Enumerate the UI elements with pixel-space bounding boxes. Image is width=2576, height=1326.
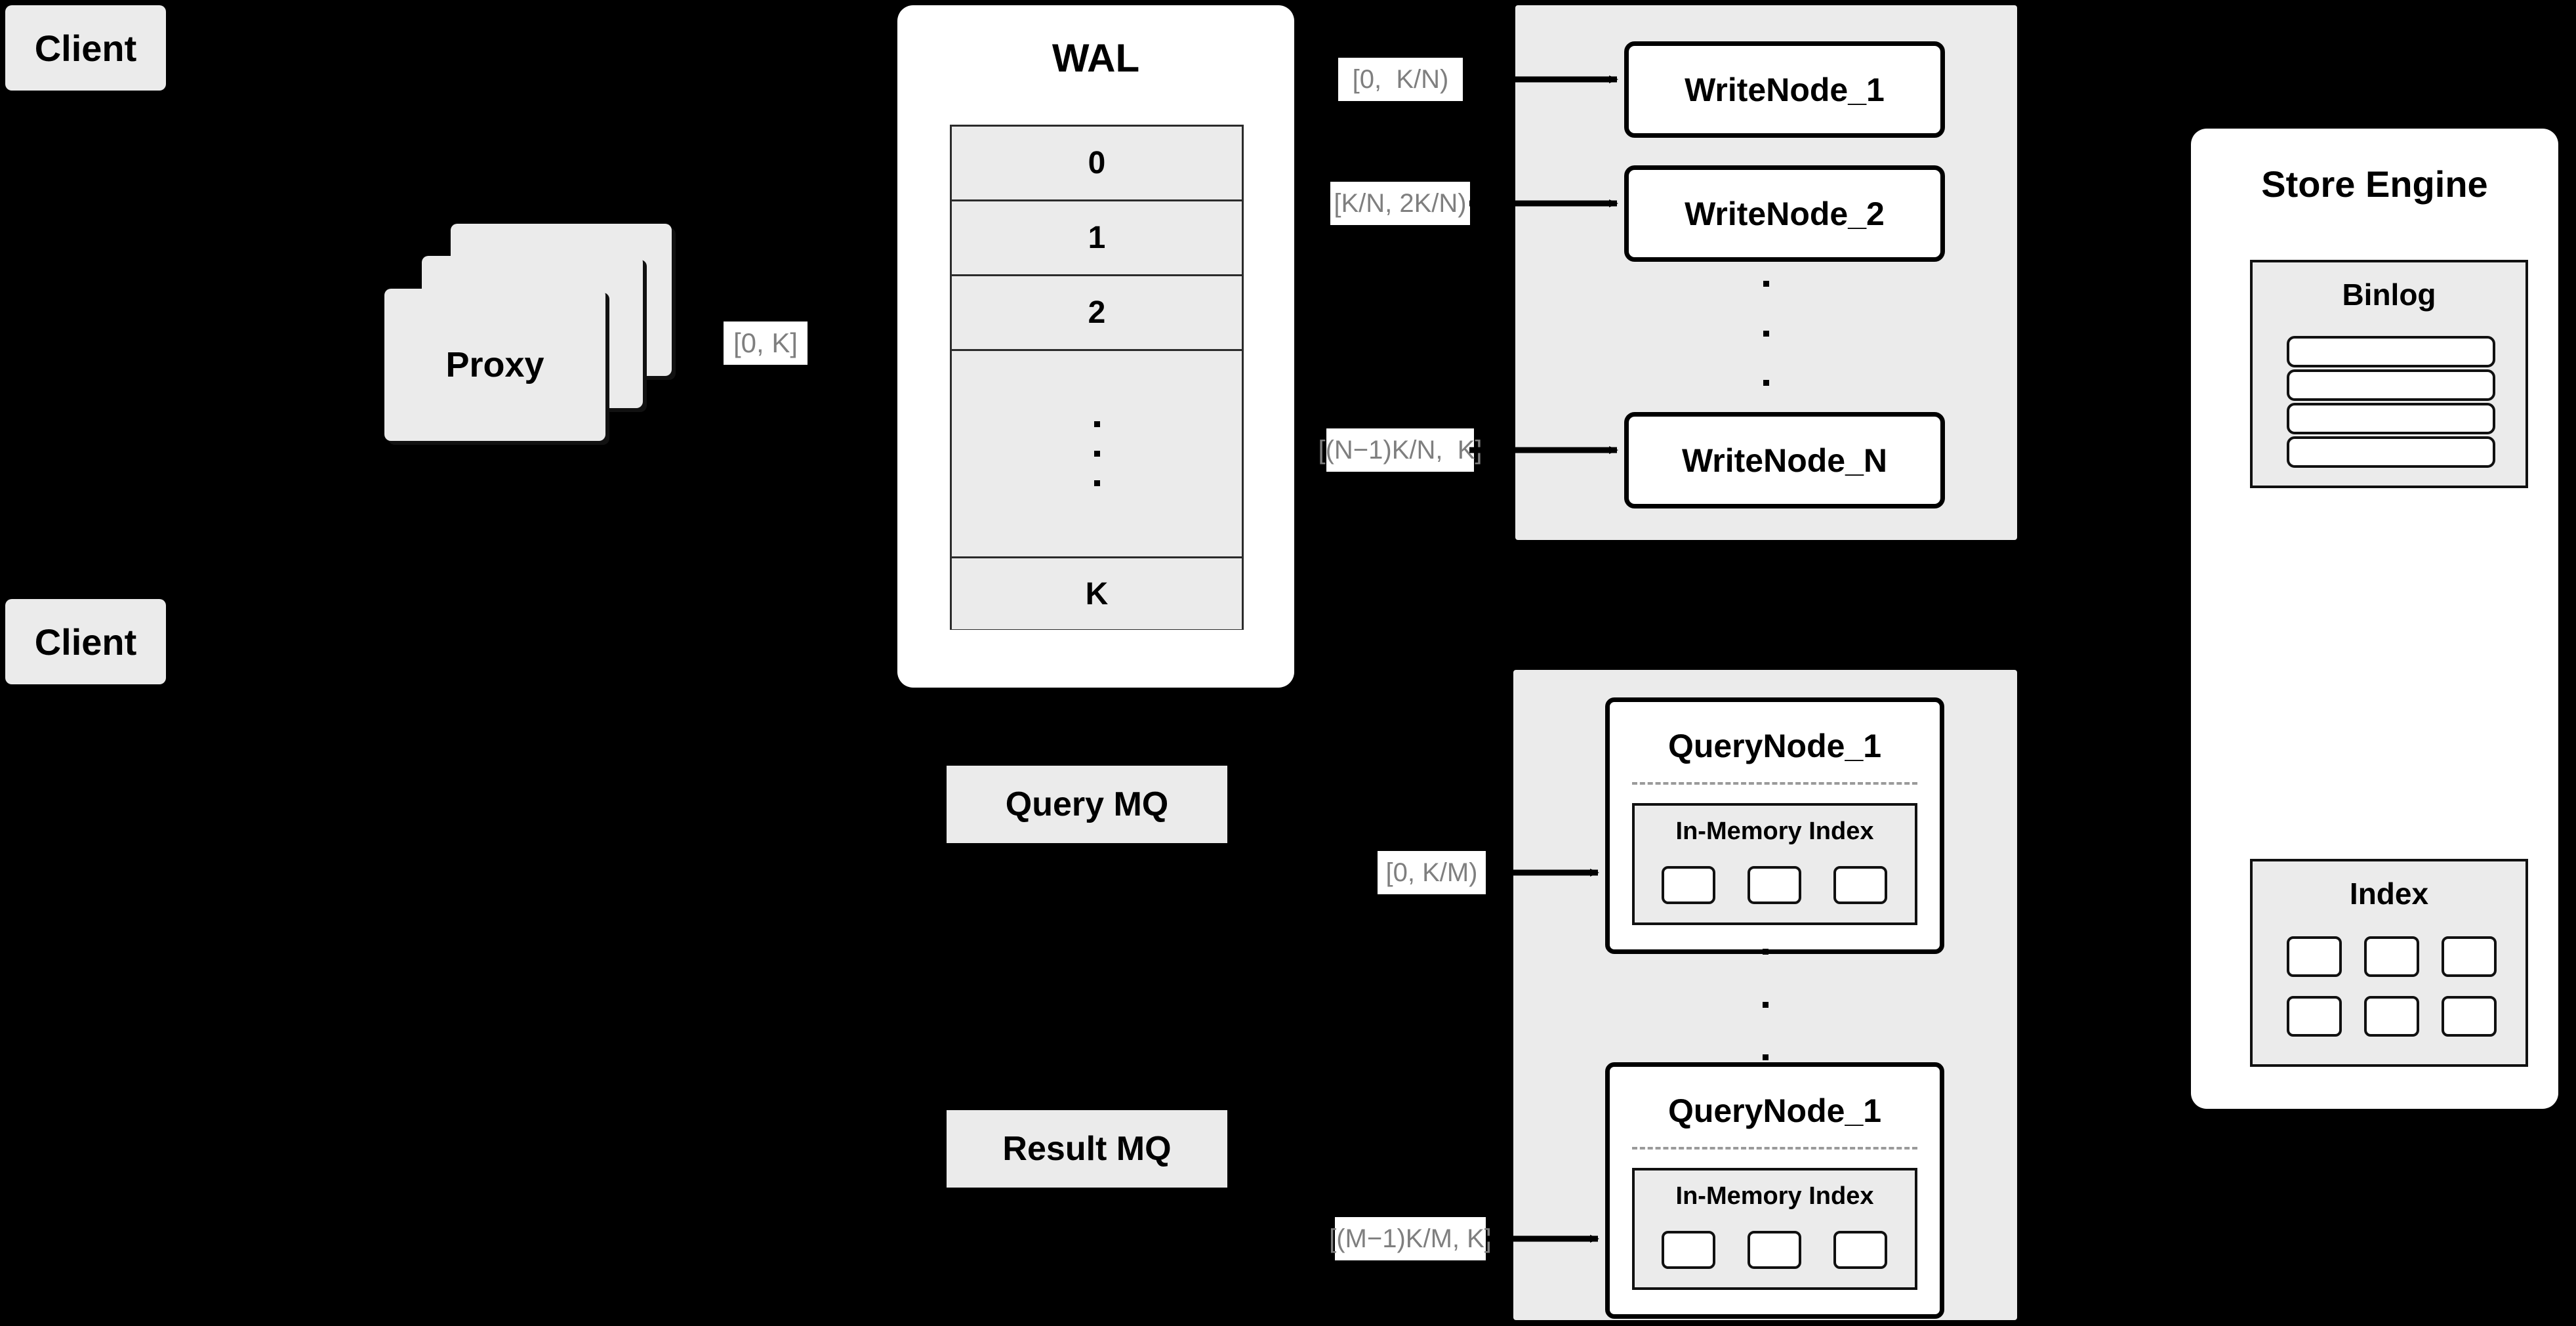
write-node-1[interactable]: WriteNode_1: [1624, 41, 1945, 138]
in-memory-index-group: In-Memory Index: [1632, 803, 1917, 925]
store-index-title: Index: [2349, 877, 2429, 911]
index-cell[interactable]: [2364, 996, 2419, 1037]
index-cell[interactable]: [2364, 936, 2419, 977]
query-node-2[interactable]: QueryNode_1 In-Memory Index: [1605, 1062, 1944, 1319]
in-memory-index-title: In-Memory Index: [1675, 818, 1874, 845]
wal-row[interactable]: K: [952, 558, 1242, 629]
client-box-1[interactable]: Client: [5, 5, 166, 91]
range-text: [(N−1)K/N, K]: [1318, 435, 1482, 465]
write-node-n-range-label: [(N−1)K/N, K]: [1318, 428, 1482, 472]
binlog-entry[interactable]: [2287, 336, 2495, 367]
query-node-divider: [1632, 782, 1917, 785]
index-segment[interactable]: [1833, 866, 1887, 904]
store-index-group: Index: [2250, 859, 2528, 1067]
client-label: Client: [34, 621, 137, 663]
binlog-title: Binlog: [2342, 278, 2436, 312]
proxy-box[interactable]: Proxy: [384, 289, 605, 441]
index-segment[interactable]: [1833, 1231, 1887, 1269]
query-node-1[interactable]: QueryNode_1 In-Memory Index: [1605, 697, 1944, 954]
write-node-label: WriteNode_2: [1685, 195, 1885, 232]
wal-row[interactable]: 2: [952, 276, 1242, 351]
wal-row[interactable]: 0: [952, 127, 1242, 201]
index-segment[interactable]: [1662, 866, 1715, 904]
query-node-1-range-label: [0, K/M): [1378, 851, 1486, 894]
query-cluster-ellipsis: [1513, 949, 2017, 1060]
in-memory-index-group: In-Memory Index: [1632, 1168, 1917, 1290]
result-mq-box[interactable]: Result MQ: [947, 1110, 1227, 1188]
store-engine-panel: Store Engine Binlog Index: [2191, 129, 2558, 1109]
range-text: [(M−1)K/M, K]: [1329, 1224, 1492, 1253]
index-segment[interactable]: [1748, 866, 1801, 904]
wal-panel: WAL 0 1 2 K: [897, 5, 1294, 688]
store-engine-title: Store Engine: [2261, 163, 2488, 205]
index-cell[interactable]: [2442, 936, 2497, 977]
query-node-label: QueryNode_1: [1667, 1092, 1882, 1129]
write-node-n[interactable]: WriteNode_N: [1624, 412, 1945, 508]
index-cell[interactable]: [2442, 996, 2497, 1037]
write-cluster-panel: WriteNode_1 WriteNode_2 WriteNode_N: [1515, 5, 2017, 540]
wal-row-ellipsis: [952, 351, 1242, 558]
index-cell[interactable]: [2287, 936, 2342, 977]
range-text: [0, K/M): [1385, 858, 1478, 887]
wal-row[interactable]: 1: [952, 201, 1242, 276]
in-memory-index-title: In-Memory Index: [1675, 1182, 1874, 1210]
index-segment[interactable]: [1748, 1231, 1801, 1269]
query-mq-box[interactable]: Query MQ: [947, 766, 1227, 843]
result-mq-label: Result MQ: [1002, 1130, 1172, 1168]
query-node-label: QueryNode_1: [1667, 728, 1882, 764]
wal-table: 0 1 2 K: [950, 125, 1244, 630]
index-segment[interactable]: [1662, 1231, 1715, 1269]
write-node-label: WriteNode_1: [1685, 71, 1885, 108]
proxy-range-label: [0, K]: [724, 321, 808, 365]
range-text: [0, K/N): [1352, 64, 1449, 94]
write-node-2-range-label: [K/N, 2K/N): [1330, 182, 1470, 225]
proxy-label: Proxy: [445, 345, 544, 384]
binlog-group: Binlog: [2250, 260, 2528, 488]
write-node-label: WriteNode_N: [1681, 442, 1887, 479]
binlog-entry[interactable]: [2287, 369, 2495, 401]
client-box-2[interactable]: Client: [5, 599, 166, 684]
range-text: [K/N, 2K/N): [1334, 188, 1467, 218]
range-text: [0, K]: [733, 327, 798, 358]
wal-title: WAL: [1052, 36, 1140, 80]
client-label: Client: [34, 27, 137, 69]
binlog-entry[interactable]: [2287, 403, 2495, 434]
query-cluster-panel: QueryNode_1 In-Memory Index QueryNode_1 …: [1513, 670, 2017, 1320]
query-mq-label: Query MQ: [1005, 785, 1169, 823]
write-node-1-range-label: [0, K/N): [1338, 58, 1463, 101]
binlog-entry[interactable]: [2287, 436, 2495, 468]
index-cell[interactable]: [2287, 996, 2342, 1037]
write-node-2[interactable]: WriteNode_2: [1624, 165, 1945, 262]
query-node-2-range-label: [(M−1)K/M, K]: [1329, 1217, 1492, 1260]
query-node-divider: [1632, 1147, 1917, 1150]
write-cluster-ellipsis: [1515, 281, 2017, 386]
